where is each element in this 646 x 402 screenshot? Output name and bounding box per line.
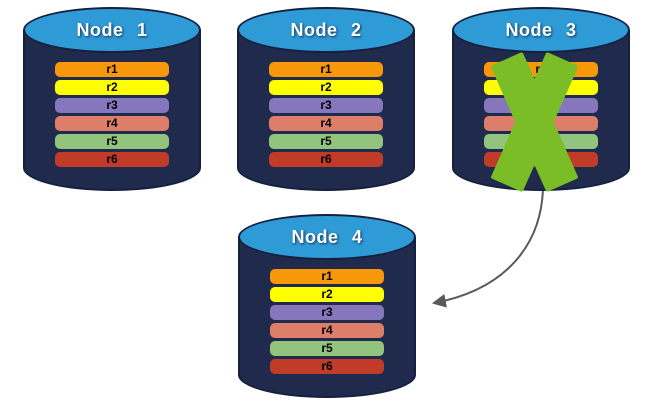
replica-bar-r4: r4: [269, 116, 383, 131]
node-1-cylinder: Node 1 r1 r2 r3 r4 r5 r6: [23, 7, 201, 191]
replica-list: r1 r2 r3 r4 r5 r6: [55, 62, 169, 170]
failure-x-icon: [452, 7, 630, 193]
replica-bar-r1: r1: [269, 62, 383, 77]
cylinder-top: Node 3: [452, 7, 630, 53]
replica-bar-r2: r2: [269, 80, 383, 95]
replica-bar-r3: r3: [270, 305, 384, 320]
replica-bar-r1: r1: [270, 269, 384, 284]
node-title: Node 2: [290, 19, 362, 40]
failover-arrow-path: [431, 188, 544, 308]
replica-bar-r1: r1: [55, 62, 169, 77]
cylinder-top: Node 1: [23, 7, 201, 53]
replica-list: r1 r2 r3 r4 r5 r6: [269, 62, 383, 170]
replica-bar-r6: r6: [55, 152, 169, 167]
replica-bar-r2: r2: [55, 80, 169, 95]
replica-bar-r3: r3: [269, 98, 383, 113]
node-title: Node 4: [291, 226, 363, 247]
replica-bar-r2: r2: [270, 287, 384, 302]
node-3-cylinder: Node 3 r1 r2 r3 r4 r5 r6: [452, 7, 630, 193]
replica-bar-r5: r5: [270, 341, 384, 356]
cylinder-top: Node 2: [237, 7, 415, 53]
node-4-cylinder: Node 4 r1 r2 r3 r4 r5 r6: [238, 214, 416, 398]
replica-bar-r4: r4: [270, 323, 384, 338]
replica-bar-r4: r4: [55, 116, 169, 131]
node-2-cylinder: Node 2 r1 r2 r3 r4 r5 r6: [237, 7, 415, 191]
cylinder-top: Node 4: [238, 214, 416, 260]
replica-bar-r3: r3: [55, 98, 169, 113]
replica-bar-r6: r6: [269, 152, 383, 167]
replica-list: r1 r2 r3 r4 r5 r6: [270, 269, 384, 377]
replica-bar-r6: r6: [270, 359, 384, 374]
node-title: Node 1: [76, 19, 148, 40]
replica-bar-r5: r5: [269, 134, 383, 149]
replica-bar-r5: r5: [55, 134, 169, 149]
node-title: Node 3: [505, 19, 577, 40]
